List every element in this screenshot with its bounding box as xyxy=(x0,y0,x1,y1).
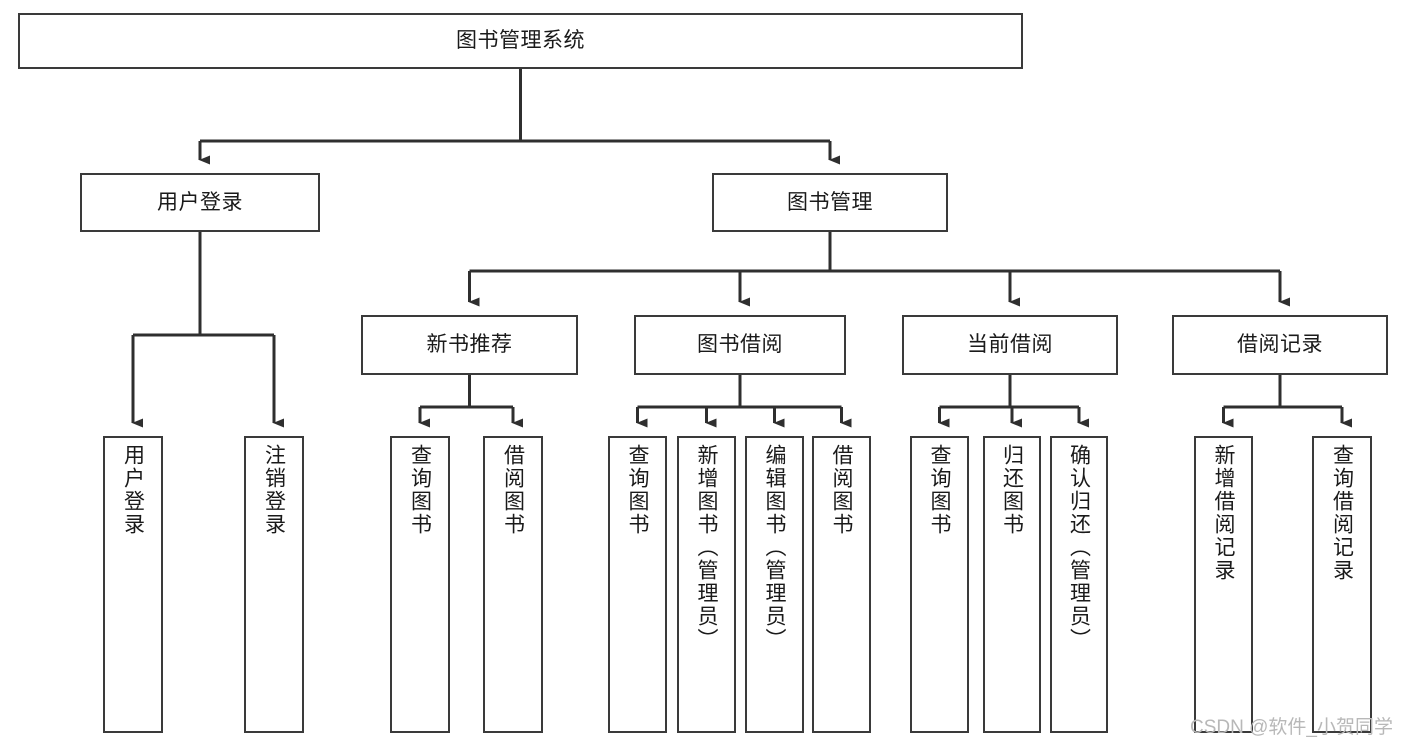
node-leaf-user-login[interactable]: 用户登录 xyxy=(103,436,163,733)
node-label: 编辑图书（管理员） xyxy=(763,444,786,651)
node-label: 新增借阅记录 xyxy=(1212,444,1235,582)
node-current-borrow[interactable]: 当前借阅 xyxy=(902,315,1118,375)
node-leaf-query-book-2[interactable]: 查询图书 xyxy=(608,436,667,733)
node-leaf-query-record[interactable]: 查询借阅记录 xyxy=(1312,436,1372,733)
node-label: 查询图书 xyxy=(928,444,951,536)
node-label: 新增图书（管理员） xyxy=(695,444,718,651)
node-label: 借阅图书 xyxy=(501,444,525,536)
node-book-borrow[interactable]: 图书借阅 xyxy=(634,315,846,375)
node-root[interactable]: 图书管理系统 xyxy=(18,13,1023,69)
node-leaf-query-book-1[interactable]: 查询图书 xyxy=(390,436,450,733)
node-label: 用户登录 xyxy=(121,444,145,536)
node-book-manage[interactable]: 图书管理 xyxy=(712,173,948,232)
node-label: 图书管理 xyxy=(787,190,873,214)
node-label: 新书推荐 xyxy=(426,333,513,357)
node-label: 归还图书 xyxy=(1000,444,1024,536)
node-leaf-user-logout[interactable]: 注销登录 xyxy=(244,436,304,733)
node-label: 注销登录 xyxy=(262,444,286,536)
node-label: 借阅图书 xyxy=(830,444,853,536)
node-label: 当前借阅 xyxy=(967,333,1053,357)
node-leaf-add-record[interactable]: 新增借阅记录 xyxy=(1194,436,1253,733)
node-user-login[interactable]: 用户登录 xyxy=(80,173,320,232)
node-label: 借阅记录 xyxy=(1237,333,1323,357)
node-leaf-borrow-book-2[interactable]: 借阅图书 xyxy=(812,436,871,733)
node-label: 图书借阅 xyxy=(697,333,783,357)
connector-lines xyxy=(131,69,1352,428)
node-leaf-return-book[interactable]: 归还图书 xyxy=(983,436,1041,733)
node-leaf-query-book-3[interactable]: 查询图书 xyxy=(910,436,969,733)
node-leaf-confirm-return[interactable]: 确认归还（管理员） xyxy=(1050,436,1108,733)
node-leaf-borrow-book-1[interactable]: 借阅图书 xyxy=(483,436,543,733)
node-leaf-edit-book[interactable]: 编辑图书（管理员） xyxy=(745,436,804,733)
node-label: 图书管理系统 xyxy=(456,29,585,53)
node-leaf-add-book[interactable]: 新增图书（管理员） xyxy=(677,436,736,733)
node-label: 查询图书 xyxy=(408,444,432,536)
node-new-book-rec[interactable]: 新书推荐 xyxy=(361,315,578,375)
node-label: 查询借阅记录 xyxy=(1330,444,1354,582)
node-label: 查询图书 xyxy=(626,444,649,536)
node-label: 用户登录 xyxy=(157,190,243,214)
node-label: 确认归还（管理员） xyxy=(1067,444,1091,651)
node-borrow-record[interactable]: 借阅记录 xyxy=(1172,315,1388,375)
